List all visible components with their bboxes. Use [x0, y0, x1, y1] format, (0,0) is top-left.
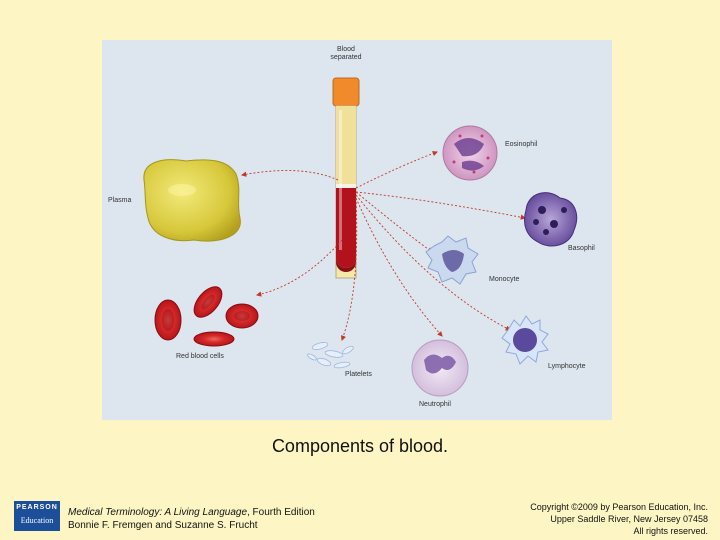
arrows	[240, 150, 527, 342]
tube-label: Blood separated	[324, 46, 368, 62]
copyright-line2: Upper Saddle River, New Jersey 07458	[550, 514, 708, 524]
blood-components-figure: Blood separated Plasma Red blood cells P…	[102, 40, 612, 420]
figure-drawing	[143, 77, 578, 397]
tube-label-line2: separated	[330, 54, 362, 61]
platelets-label: Platelets	[345, 371, 372, 378]
lymphocyte-cell	[501, 315, 549, 365]
basophil-cell	[524, 192, 578, 247]
book-title-line: Medical Terminology: A Living Language, …	[68, 506, 315, 519]
monocyte-cell	[425, 235, 479, 285]
copyright-line3: All rights reserved.	[633, 526, 708, 536]
copyright-line1: Copyright ©2009 by Pearson Education, In…	[530, 502, 708, 512]
plasma-blob	[143, 159, 241, 242]
pearson-education-logo: PEARSON Education	[14, 501, 60, 531]
book-citation: Medical Terminology: A Living Language, …	[68, 506, 315, 532]
logo-line2: Education	[20, 516, 54, 525]
book-title: Medical Terminology: A Living Language	[68, 507, 247, 518]
platelets	[307, 342, 354, 369]
eosinophil-cell	[442, 125, 498, 181]
neutrophil-label: Neutrophil	[419, 401, 451, 408]
copyright-notice: Copyright ©2009 by Pearson Education, In…	[530, 501, 708, 537]
tube-label-line1: Blood	[337, 46, 355, 53]
slide-caption: Components of blood.	[271, 436, 449, 456]
monocyte-label: Monocyte	[489, 276, 520, 283]
logo-line1: PEARSON	[16, 504, 58, 511]
eosinophil-label: Eosinophil	[505, 141, 538, 148]
plasma-label: Plasma	[108, 197, 132, 204]
test-tube	[332, 77, 360, 279]
book-authors: Bonnie F. Fremgen and Suzanne S. Frucht	[68, 520, 258, 531]
book-edition: , Fourth Edition	[247, 507, 315, 518]
red-blood-cells-label: Red blood cells	[176, 353, 224, 360]
red-blood-cells	[154, 286, 259, 347]
neutrophil-cell	[411, 339, 469, 397]
basophil-label: Basophil	[568, 245, 595, 252]
lymphocyte-label: Lymphocyte	[548, 363, 586, 370]
